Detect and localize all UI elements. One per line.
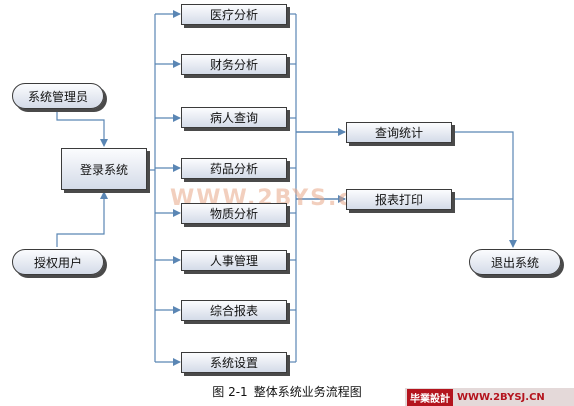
figure-title: 整体系统业务流程图 — [253, 385, 362, 399]
edge-stats-exit — [452, 131, 517, 248]
node-drug: 药品分析 — [181, 158, 287, 179]
node-print: 报表打印 — [346, 189, 452, 210]
node-exit: 退出系统 — [469, 249, 561, 275]
node-stats: 查询统计 — [346, 122, 452, 143]
node-medical: 医疗分析 — [181, 4, 287, 25]
brand-site: WWW.2BYSJ.CN — [457, 391, 545, 403]
edge-user-login — [56, 191, 108, 247]
footer-brand: 毕業設計 WWW.2BYSJ.CN — [405, 388, 574, 406]
brand-logo: 毕業設計 — [407, 388, 453, 406]
edge-admin-login — [56, 109, 108, 147]
figure-caption: 图 2-1 整体系统业务流程图 — [0, 383, 574, 400]
figure-number: 图 2-1 — [212, 385, 248, 399]
node-report: 综合报表 — [181, 300, 287, 321]
node-patient: 病人查询 — [181, 107, 287, 128]
node-material: 物质分析 — [181, 203, 287, 224]
node-finance: 财务分析 — [181, 54, 287, 75]
node-login: 登录系统 — [61, 148, 147, 190]
node-user: 授权用户 — [12, 249, 104, 275]
node-hr: 人事管理 — [181, 250, 287, 271]
node-admin: 系统管理员 — [12, 83, 104, 109]
node-settings: 系统设置 — [181, 352, 287, 373]
